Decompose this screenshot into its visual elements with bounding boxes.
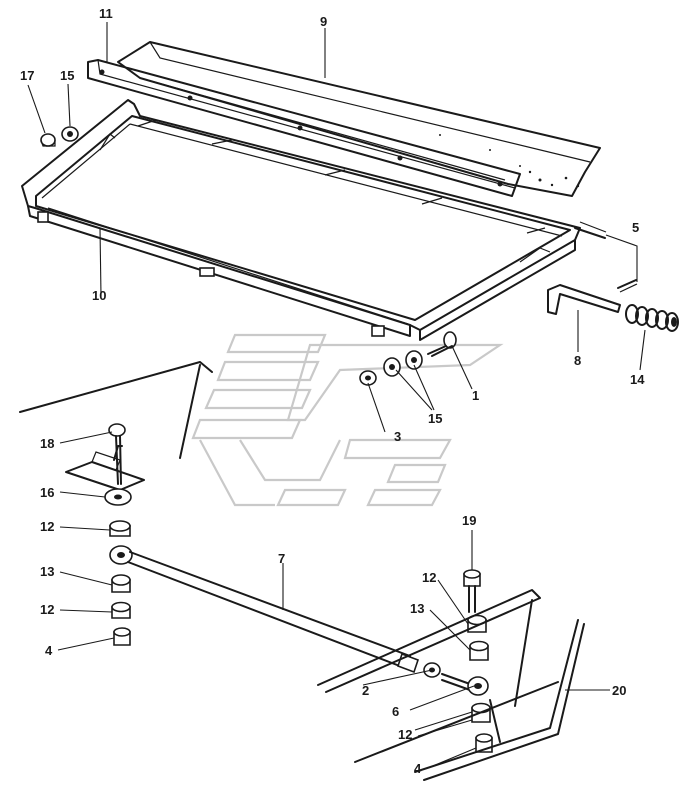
part-19-bolt	[463, 569, 481, 613]
body-panel-right	[317, 589, 559, 763]
callout-20: 20	[612, 683, 626, 698]
part-1-bolt	[427, 331, 457, 357]
callout-4b: 4	[414, 761, 422, 776]
callout-19: 19	[462, 513, 476, 528]
leader-lines	[27, 22, 646, 769]
callout-18: 18	[40, 436, 54, 451]
callout-1: 1	[472, 388, 479, 403]
callout-12d: 12	[398, 727, 412, 742]
callout-11: 11	[99, 6, 113, 21]
part-15-washers	[383, 350, 423, 377]
part-8-l-handle	[547, 284, 621, 315]
callout-5: 5	[632, 220, 639, 235]
body-panel-left	[19, 361, 213, 459]
part-13-bush-b	[469, 640, 489, 661]
part-10-tray	[21, 99, 607, 341]
part-12-bush-b	[111, 601, 131, 619]
part-7-rod	[109, 545, 420, 674]
callout-13a: 13	[40, 564, 54, 579]
part-14-spring	[625, 304, 679, 332]
callout-labels: 1 2 3 4 4 5 6 7 8 9 10 11 12 12 12 12 13…	[20, 6, 645, 776]
callout-12a: 12	[40, 519, 54, 534]
part-17-bushing	[40, 133, 56, 147]
callout-10: 10	[92, 288, 106, 303]
part-11-strip	[87, 59, 521, 197]
callout-9: 9	[320, 14, 327, 29]
part-9-deflector	[117, 41, 601, 197]
part-20-trim	[414, 619, 585, 781]
part-18-bracket-bolt	[65, 423, 145, 491]
callout-12b: 12	[40, 602, 54, 617]
callout-14: 14	[630, 372, 645, 387]
callout-2: 2	[362, 683, 369, 698]
callout-12c: 12	[422, 570, 436, 585]
watermark	[191, 333, 504, 507]
part-16-washer	[104, 488, 132, 506]
callout-4a: 4	[45, 643, 53, 658]
callout-8: 8	[574, 353, 581, 368]
callout-3: 3	[394, 429, 401, 444]
callout-15b: 15	[428, 411, 442, 426]
callout-7: 7	[278, 551, 285, 566]
part-6-rod-end	[441, 673, 489, 696]
callout-15a: 15	[60, 68, 74, 83]
part-12-bush-a	[109, 520, 131, 537]
part-3-nut	[359, 370, 377, 386]
callout-13b: 13	[410, 601, 424, 616]
part-5-pin	[617, 279, 638, 293]
part-13-bush-a	[111, 574, 131, 593]
callout-17: 17	[20, 68, 34, 83]
callout-16: 16	[40, 485, 54, 500]
part-15-washer-top	[61, 126, 79, 142]
tray-studs	[137, 119, 546, 234]
part-4-nut-a	[113, 627, 131, 646]
callout-6: 6	[392, 704, 399, 719]
